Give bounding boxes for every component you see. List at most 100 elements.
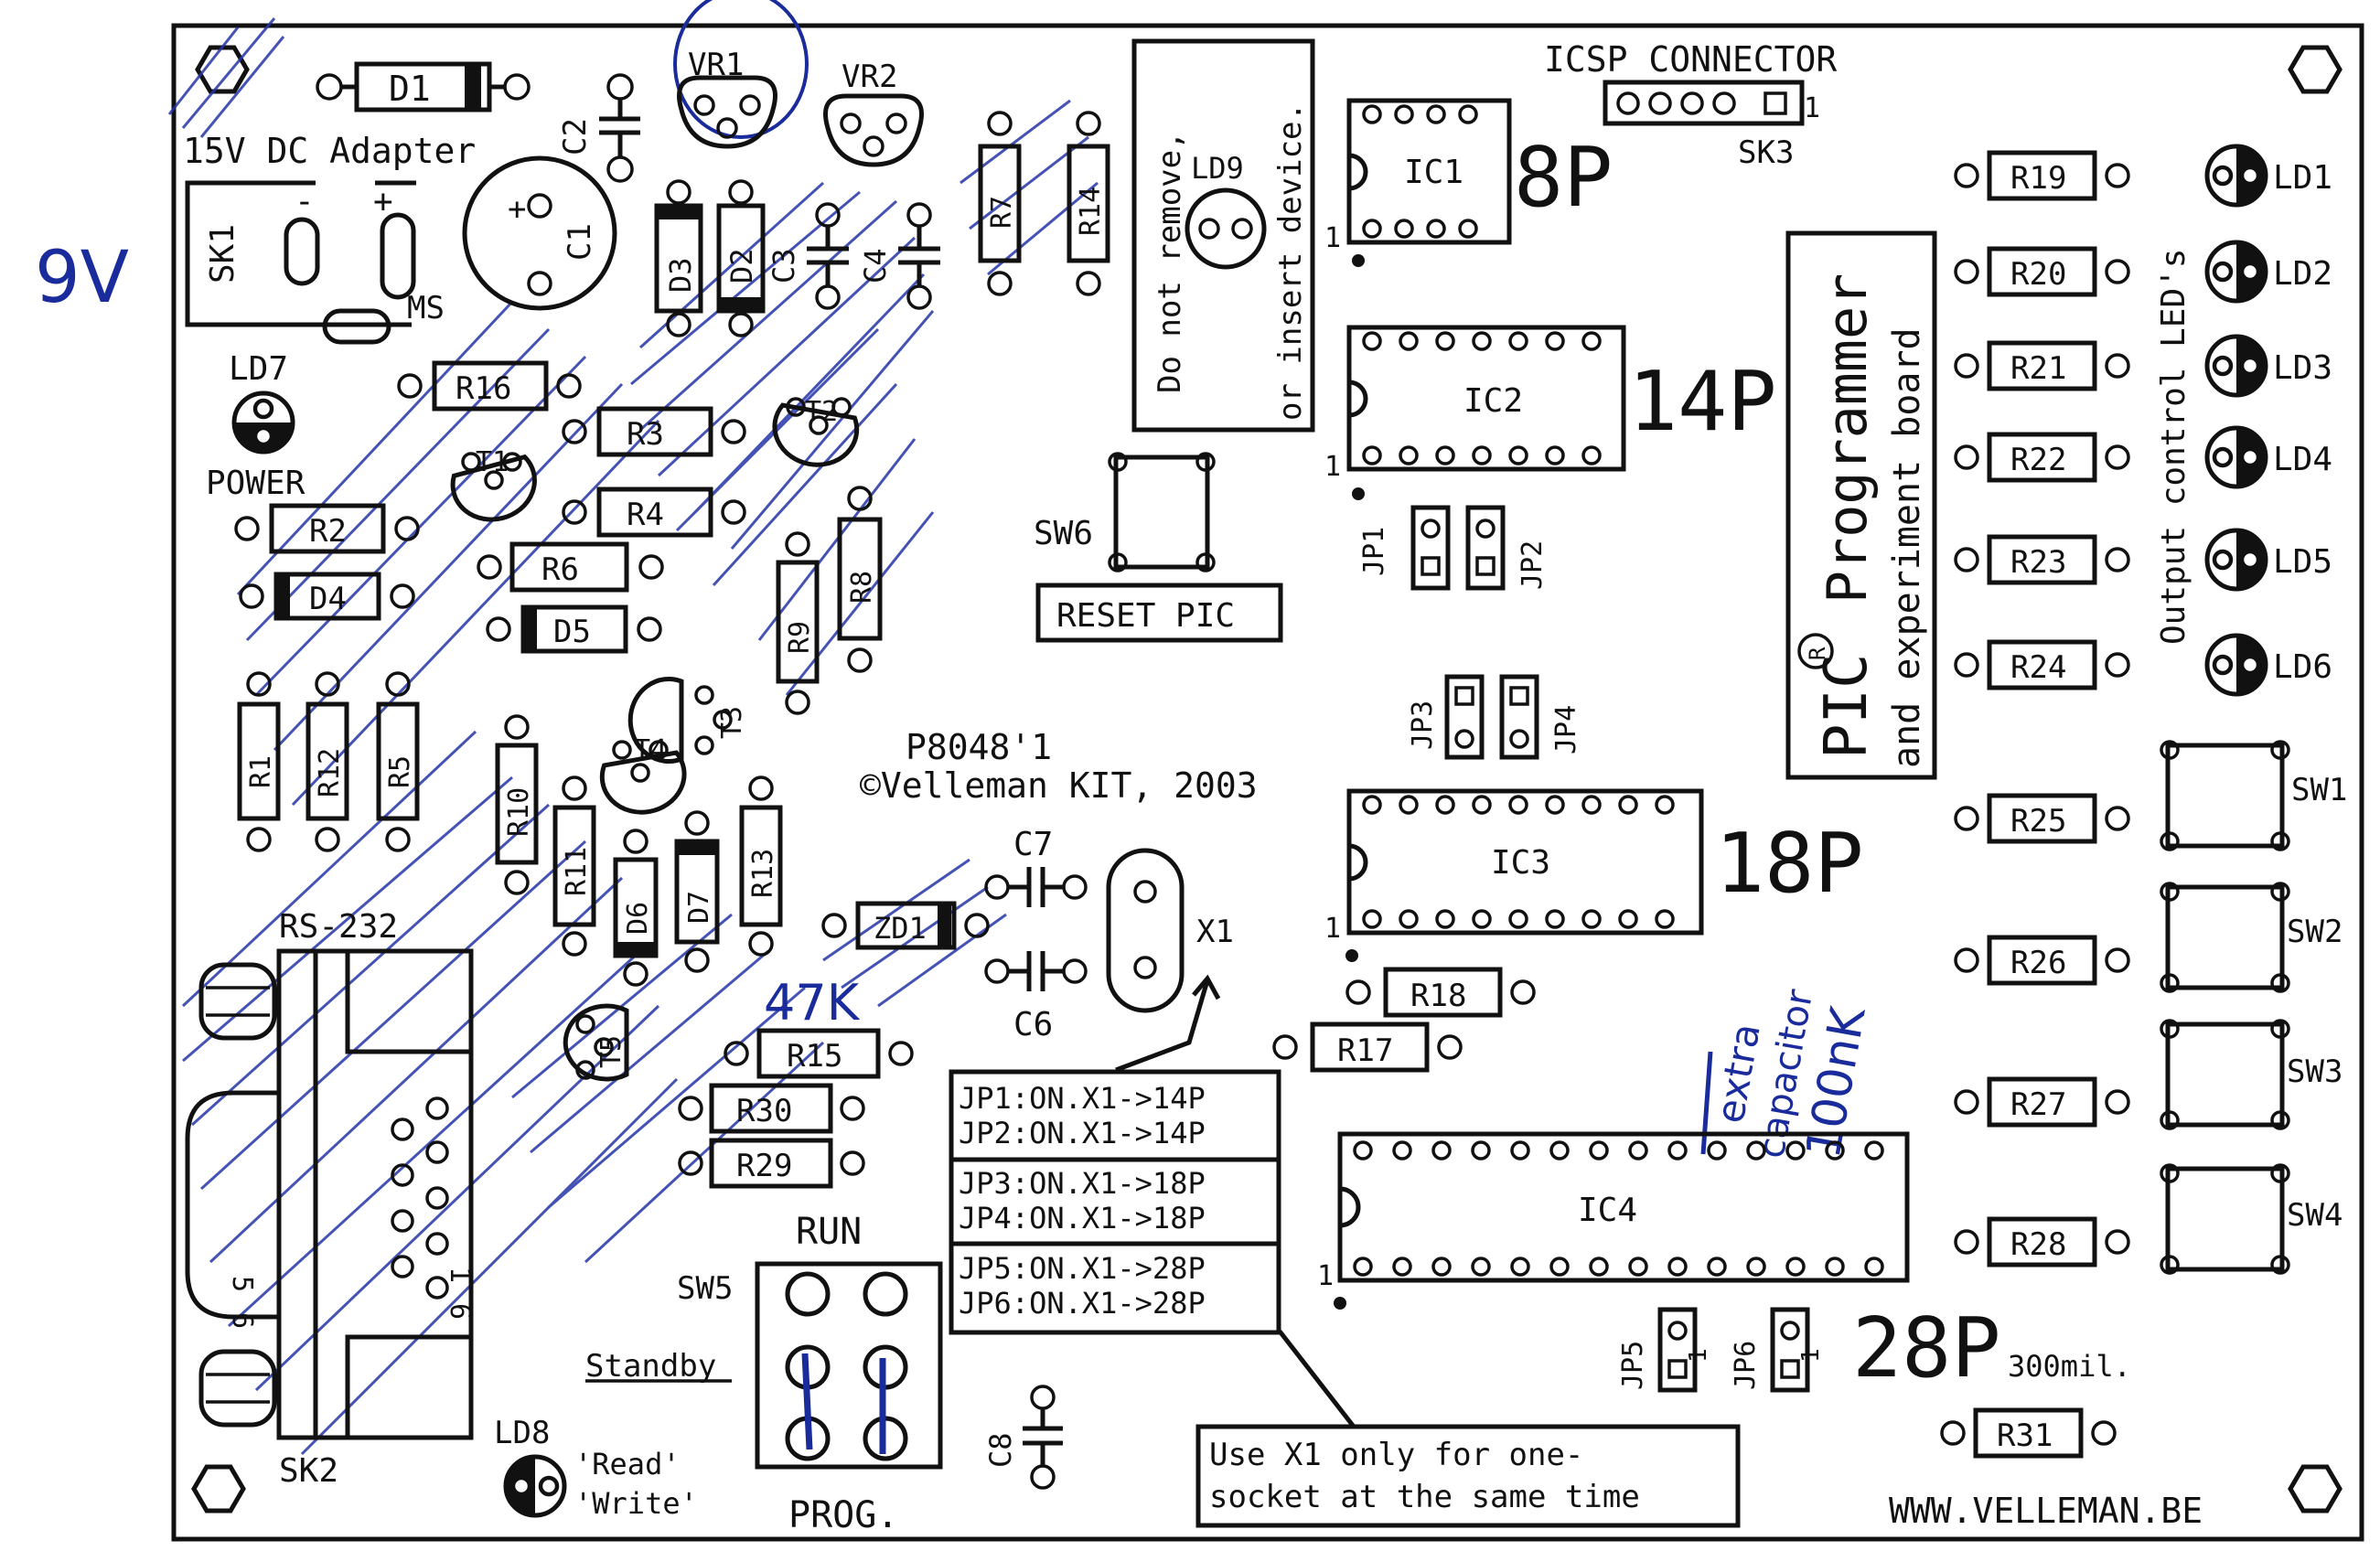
mounting-hole [2288,1464,2342,1514]
reset-pic-label: RESET PIC [1035,583,1283,643]
diode-d3: D3 [654,179,703,337]
resistor-r17: R17 [1272,1022,1463,1073]
resistor-r15: R15 [724,1028,914,1079]
svg-text:R25: R25 [2010,803,2066,840]
resistor-r27: R27 [1954,1076,2130,1128]
svg-text:R12: R12 [314,748,346,797]
jumper-table: JP1:ON.X1->14P JP2:ON.X1->14P JP3:ON.X1-… [949,1069,1281,1335]
svg-text:LD1: LD1 [2273,159,2332,197]
svg-text:-: - [295,183,315,220]
switch-sw3: SW3 [2160,1019,2342,1130]
resistor-r13: R13 [739,776,783,957]
transistor-t4: T4 [599,734,687,815]
resistor-r16: R16 [397,360,582,412]
svg-text:R30: R30 [736,1093,792,1129]
led-ld7: LD7 POWER [206,350,306,502]
switch-sw2: SW2 [2160,882,2342,993]
svg-text:LD4: LD4 [2273,441,2332,478]
capacitor-c2: C2 [557,73,640,183]
resistor-r7: R7 [978,111,1022,296]
svg-text:LD7: LD7 [229,350,288,388]
svg-text:JP6:ON.X1->28P: JP6:ON.X1->28P [959,1286,1206,1321]
svg-text:'Read': 'Read' [574,1447,681,1481]
adapter-label: 15V DC Adapter [183,131,476,171]
handwritten-hatching [167,17,1099,1456]
svg-text:R31: R31 [1997,1417,2053,1454]
resistor-r22: R22 [1954,432,2130,483]
svg-text:socket at the same time: socket at the same time [1209,1479,1640,1515]
resistor-r2: R2 [234,503,420,554]
svg-text:C4: C4 [858,248,893,283]
svg-text:Programmer: Programmer [1816,273,1880,604]
svg-text:IC2: IC2 [1463,382,1523,420]
svg-text:PROG.: PROG. [788,1494,898,1536]
resistor-r12: R12 [306,671,349,852]
svg-text:R15: R15 [787,1038,842,1075]
dc-jack-sk1: SK1 - + MS [185,180,445,345]
svg-text:JP1:ON.X1->14P: JP1:ON.X1->14P [959,1081,1206,1116]
svg-text:R6: R6 [541,551,579,588]
svg-text:C3: C3 [767,248,801,283]
svg-text:SK3: SK3 [1738,134,1794,171]
note-box: Use X1 only for one- socket at the same … [1195,1424,1741,1528]
note-connector-line [1198,1330,1356,1428]
svg-text:LD5: LD5 [2273,543,2332,581]
svg-text:JP2:ON.X1->14P: JP2:ON.X1->14P [959,1116,1206,1150]
svg-text:PIC: PIC [1813,653,1881,759]
resistor-r5: R5 [376,671,420,852]
svg-text:VR2: VR2 [842,59,897,95]
svg-text:ZD1: ZD1 [874,911,927,946]
jumper-jp5: JP5 1 [1617,1307,1712,1393]
handwritten-circle-vr1 [673,0,809,139]
capacitor-c4: C4 [858,202,940,310]
svg-text:D4: D4 [309,581,347,617]
svg-text:1: 1 [1804,92,1820,124]
resistor-r25: R25 [1954,793,2130,844]
transistor-t2: T2 [772,396,860,467]
svg-text:or insert device.: or insert device. [1272,102,1309,421]
socket-ic2-size: 14P [1628,354,1777,450]
zener-zd1: ZD1 [821,901,990,950]
socket-ic2: IC2 1 14P [1324,325,1777,500]
socket-ic3-size: 18P [1715,816,1864,912]
socket-ic4-size: 28P [1852,1300,2001,1396]
svg-text:C7: C7 [1013,826,1053,863]
svg-text:'Write': 'Write' [574,1486,698,1521]
resistor-r9: R9 [776,531,820,715]
svg-text:JP5: JP5 [1617,1341,1649,1390]
board-copyright: ©Velleman KIT, 2003 [860,765,1258,806]
svg-text:SW5: SW5 [677,1270,733,1307]
svg-text:LD3: LD3 [2273,349,2332,387]
svg-text:T1: T1 [476,446,509,478]
svg-text:R5: R5 [384,755,416,788]
capacitor-c7: C7 [984,826,1088,907]
svg-text:D1: D1 [389,69,431,109]
mounting-hole [191,1464,246,1514]
svg-text:and experiment board: and experiment board [1886,327,1928,768]
handwritten-voltage: 9V [35,237,129,319]
mounting-hole [195,45,250,94]
led-ld2: LD2 [2204,240,2332,304]
resistor-r11: R11 [552,776,596,957]
svg-text:JP6: JP6 [1730,1341,1762,1390]
svg-text:1: 1 [444,1267,476,1283]
serial-connector-sk2: 5 6 1 6 SK2 [185,948,476,1490]
svg-text:R9: R9 [784,621,816,654]
led-ld6: LD6 [2204,633,2332,697]
svg-text:6: 6 [226,1312,258,1329]
handwritten-r15-value: 47K [764,974,861,1032]
svg-text:T2: T2 [805,396,838,428]
svg-text:IC3: IC3 [1491,844,1550,882]
resistor-r26: R26 [1954,935,2130,986]
jumper-jp4: JP4 [1499,674,1582,760]
resistor-r4: R4 [562,487,746,538]
svg-text:R24: R24 [2010,649,2066,686]
svg-text:LD2: LD2 [2273,255,2332,293]
svg-text:JP3: JP3 [1407,701,1439,750]
socket-ic4-suffix: 300mil. [2008,1349,2131,1384]
socket-ic3: IC3 1 18P [1324,788,1864,962]
resistor-r20: R20 [1954,246,2130,297]
svg-text:LD6: LD6 [2273,648,2332,686]
led-ld5: LD5 [2204,528,2332,592]
